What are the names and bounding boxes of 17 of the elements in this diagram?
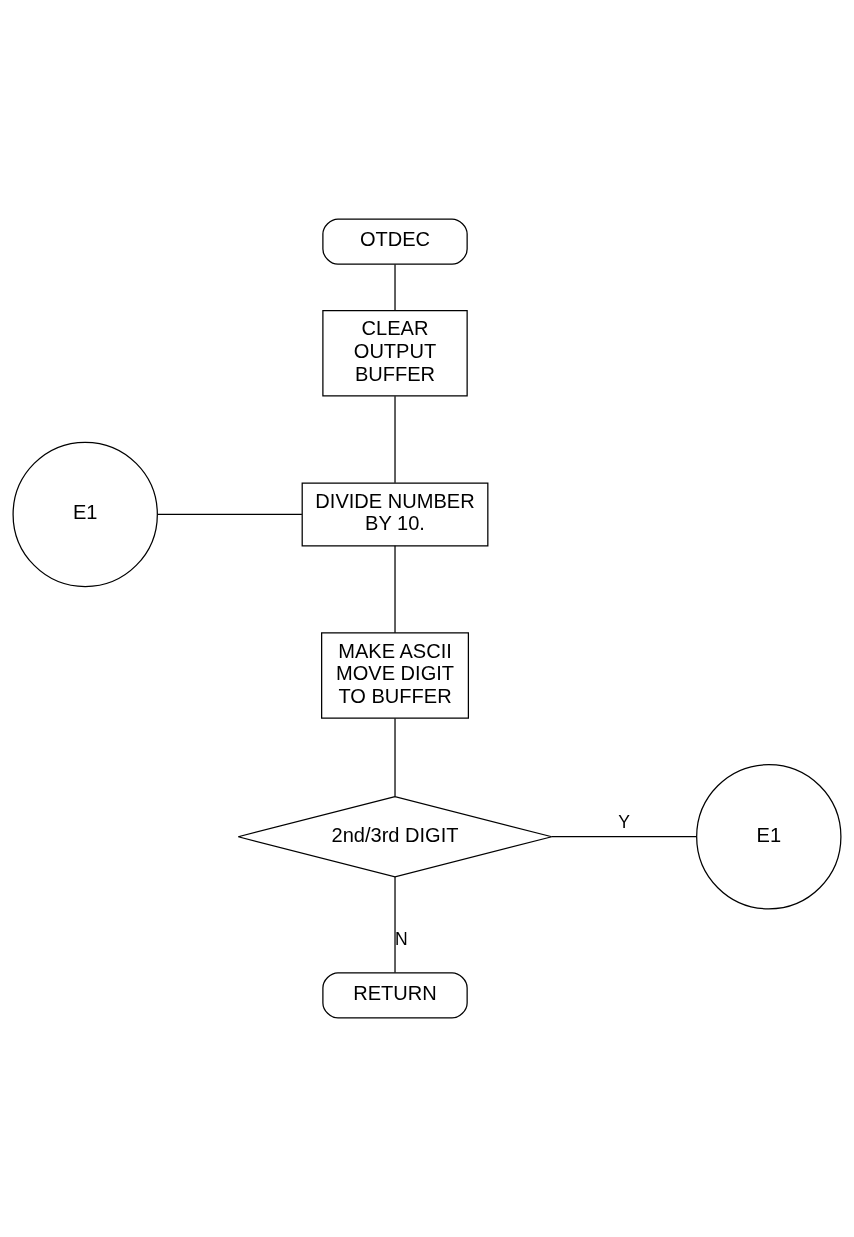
connector [394,263,396,312]
edge-label: Y [618,812,631,833]
node-box: CLEAR OUTPUT BUFFER [322,309,468,397]
edge-label: N [394,929,408,950]
node-circle: E1 [12,441,158,588]
connector [394,717,396,797]
node-box: MAKE ASCII MOVE DIGIT TO BUFFER [321,632,469,719]
connector [394,876,396,974]
node-box: RETURN [322,972,468,1019]
connector [157,513,303,516]
connector [394,395,396,484]
node-box: DIVIDE NUMBER BY 10. [301,482,489,547]
connector [551,836,697,838]
node-box: OTDEC [322,218,468,265]
node-diamond: 2nd/3rd DIGIT [237,795,553,878]
connector [394,545,396,634]
node-circle: E1 [696,764,842,910]
